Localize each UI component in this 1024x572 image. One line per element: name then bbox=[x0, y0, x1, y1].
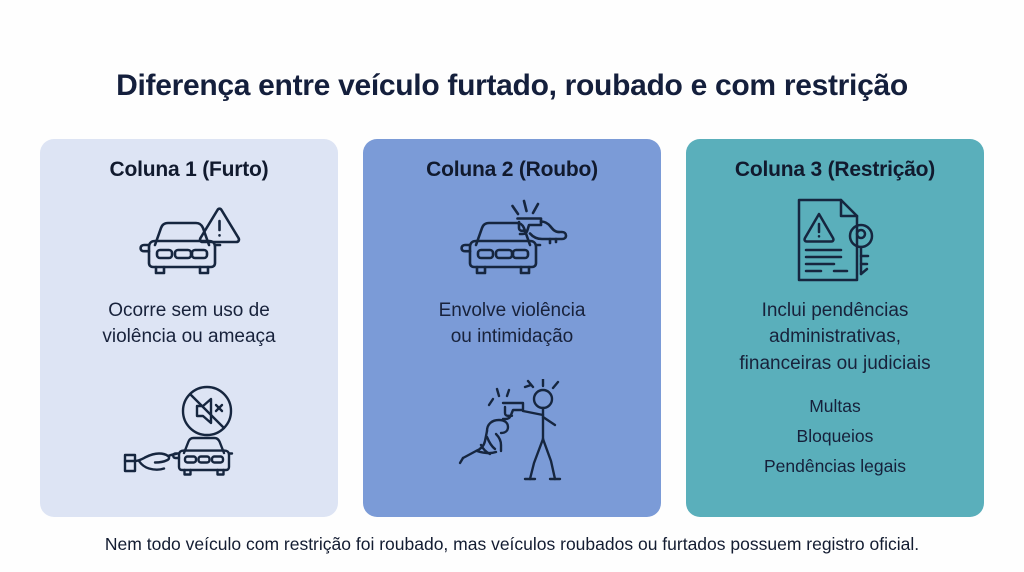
column-description: Inclui pendências administrativas, finan… bbox=[739, 298, 930, 377]
desc-line: Ocorre sem uso de bbox=[108, 300, 270, 322]
desc-line: administrativas, bbox=[768, 326, 901, 348]
column-description: Ocorre sem uso de violência ou ameaça bbox=[102, 298, 275, 350]
column-heading: Coluna 3 (Restrição) bbox=[734, 158, 936, 181]
desc-line: ou intimidação bbox=[450, 326, 574, 348]
restriction-list: Multas Bloqueios Pendências legais bbox=[764, 391, 906, 481]
column-heading: Coluna 1 (Furto) bbox=[109, 158, 269, 181]
column-card-roubo: Coluna 2 (Roubo) bbox=[363, 139, 661, 517]
desc-line: Inclui pendências bbox=[761, 300, 909, 322]
desc-line: violência ou ameaça bbox=[102, 326, 276, 348]
list-item: Multas bbox=[809, 395, 861, 416]
car-gun-threat-icon bbox=[456, 192, 568, 288]
armed-robbery-people-icon bbox=[363, 379, 661, 495]
desc-line: Envolve violência bbox=[438, 300, 586, 322]
list-item: Pendências legais bbox=[763, 456, 907, 477]
page-title: Diferença entre veículo furtado, roubado… bbox=[116, 69, 908, 103]
columns-container: Coluna 1 (Furto) Oc bbox=[40, 139, 984, 517]
car-warning-icon bbox=[135, 192, 243, 288]
document-warning-key-icon bbox=[789, 192, 881, 288]
footer-note: Nem todo veículo com restrição foi rouba… bbox=[104, 534, 920, 554]
column-card-furto: Coluna 1 (Furto) Oc bbox=[40, 139, 338, 517]
list-item: Bloqueios bbox=[796, 425, 874, 446]
column-heading: Coluna 2 (Roubo) bbox=[426, 158, 598, 181]
hand-taking-car-no-sound-icon bbox=[40, 385, 338, 495]
column-card-restricao: Coluna 3 (Restrição) bbox=[686, 139, 984, 517]
column-description: Envolve violência ou intimidação bbox=[439, 298, 586, 350]
desc-line: financeiras ou judiciais bbox=[739, 352, 931, 374]
